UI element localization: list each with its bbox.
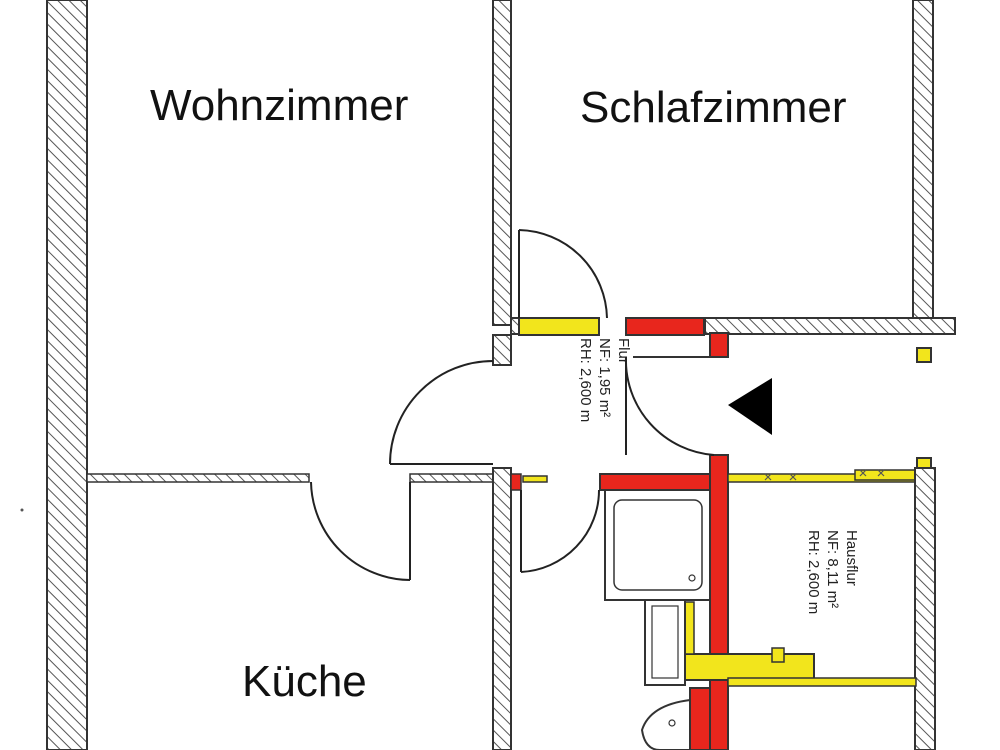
hausflur-rh: RH: 2,600 m: [805, 530, 823, 615]
room-label-kueche: Küche: [242, 657, 367, 706]
red-wall-bath-left: [689, 687, 711, 750]
yellow-stub-hausflur: [771, 647, 785, 663]
red-wall-bath-top: [599, 473, 711, 491]
yellow-strip-hausflur-bottom: [727, 677, 917, 687]
door-swing-entrance: [624, 356, 715, 456]
door-swing-bedroom: [518, 229, 608, 319]
flur-rh: RH: 2,600 m: [577, 338, 595, 423]
red-wall-flur-top-stub: [709, 332, 729, 358]
door-swing-living: [389, 360, 494, 465]
door-swing-bath: [520, 489, 601, 573]
wall-left-outer: [46, 0, 88, 750]
wall-living-hall-upper: [492, 334, 512, 366]
red-wall-flur-top: [625, 317, 705, 336]
entrance-arrow-icon: [728, 378, 772, 435]
flur-nf: NF: 1,95 m²: [596, 338, 614, 418]
red-wall-vertical: [709, 454, 729, 750]
room-label-schlafzimmer: Schlafzimmer: [580, 83, 847, 132]
wall-living-bedroom: [492, 0, 512, 326]
red-block-small: [510, 473, 522, 491]
yellow-wall-bath-mid: [683, 653, 815, 681]
flur-info: Flur NF: 1,95 m² RH: 2,600 m: [576, 338, 633, 423]
hausflur-info: Hausflur NF: 8,11 m² RH: 2,600 m: [804, 530, 861, 615]
yellow-marker-right-upper: [916, 347, 932, 363]
yellow-wall-flur-top: [518, 317, 600, 336]
hausflur-name: Hausflur: [843, 530, 860, 586]
hausflur-nf: NF: 8,11 m²: [824, 530, 842, 609]
room-label-wohnzimmer: Wohnzimmer: [150, 81, 409, 130]
door-swing-kitchen: [310, 481, 411, 581]
wall-kitchen-right: [492, 467, 512, 750]
wash-basin: [640, 698, 691, 750]
wall-bedroom-bottom: [704, 317, 956, 335]
wall-living-kitchen-left: [86, 473, 310, 483]
wall-bedroom-right: [912, 0, 934, 321]
wall-hausflur-right: [914, 467, 936, 750]
wall-living-kitchen-right: [409, 473, 494, 483]
flur-name: Flur: [615, 338, 632, 364]
yellow-strip-small: [522, 475, 548, 483]
